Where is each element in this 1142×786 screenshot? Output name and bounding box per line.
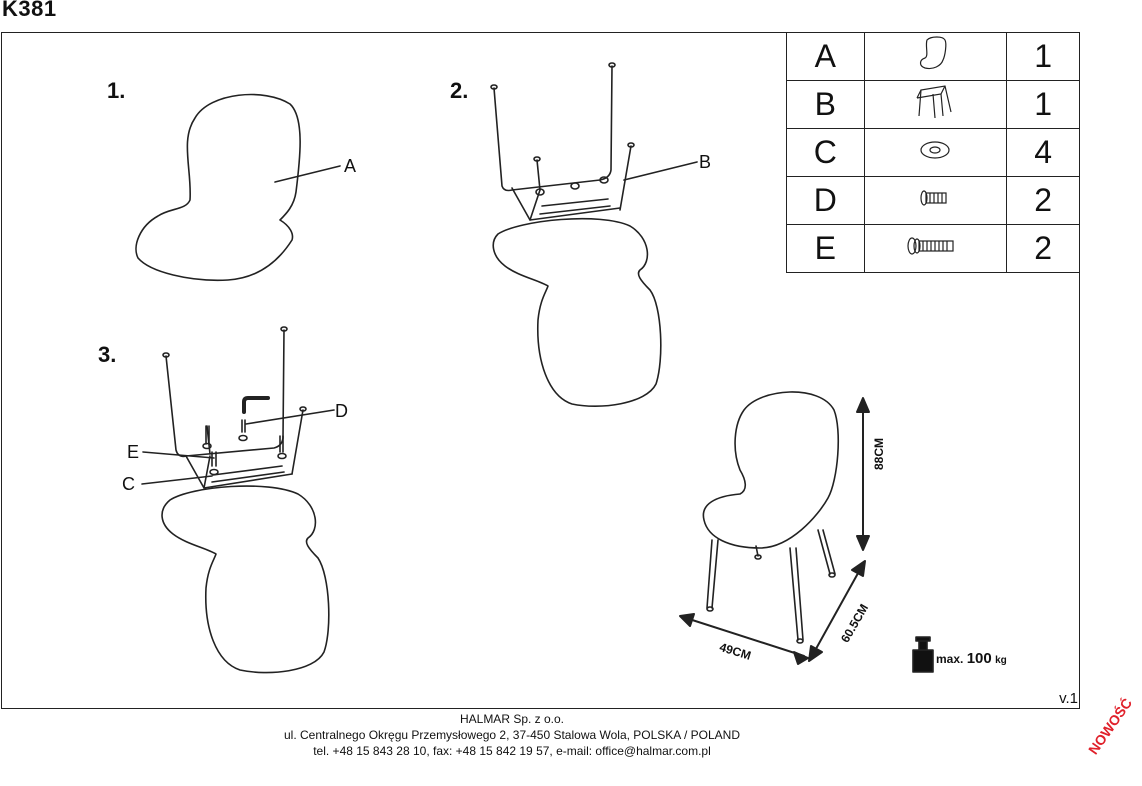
part-letter: D xyxy=(786,176,865,225)
part-qty: 4 xyxy=(1006,128,1080,177)
chair-seat-icon xyxy=(920,36,947,70)
company-contact: tel. +48 15 843 28 10, fax: +48 15 842 1… xyxy=(313,744,711,758)
chair-frame-icon xyxy=(916,85,953,119)
version-label: v.1 xyxy=(1059,690,1078,707)
company-address: ul. Centralnego Okręgu Przemysłowego 2, … xyxy=(283,728,740,742)
parts-table: A 1 B 1 C 4 D xyxy=(786,32,1080,273)
long-bolt-icon xyxy=(907,237,955,255)
part-qty: 2 xyxy=(1006,224,1080,273)
parts-row: B 1 xyxy=(786,80,1080,129)
step2-seat-drawing xyxy=(493,219,661,407)
max-load-value: 100 xyxy=(966,650,992,667)
step-2-number: 2. xyxy=(450,78,469,103)
assembled-chair-drawing xyxy=(703,392,838,643)
step-2-label-b: B xyxy=(699,152,712,172)
dimension-arrows xyxy=(680,398,869,664)
short-bolt-icon xyxy=(920,190,948,206)
parts-row: C 4 xyxy=(786,128,1080,177)
step-1-label-a: A xyxy=(344,156,357,176)
max-load-unit: kg xyxy=(995,655,1007,666)
parts-row: D 2 xyxy=(786,176,1080,225)
step3-seat-drawing xyxy=(162,486,329,673)
height-dimension: 88CM xyxy=(872,437,886,470)
step-3-number: 3. xyxy=(98,342,117,367)
step-3-label-c: C xyxy=(122,474,135,494)
step-3-label-e: E xyxy=(127,442,140,462)
weight-icon xyxy=(913,637,933,672)
max-load: max. 100 kg xyxy=(936,650,1007,667)
instruction-frame xyxy=(1,32,1080,709)
max-load-prefix: max. xyxy=(936,652,964,666)
part-letter: A xyxy=(786,32,865,81)
parts-row: A 1 xyxy=(786,32,1080,81)
step3-frame-drawing xyxy=(142,327,334,488)
washer-icon xyxy=(920,141,951,159)
part-qty: 2 xyxy=(1006,176,1080,225)
company-footer: HALMAR Sp. z o.o. ul. Centralnego Okręgu… xyxy=(0,711,1024,759)
parts-row: E 2 xyxy=(786,224,1080,273)
part-letter: C xyxy=(786,128,865,177)
part-letter: E xyxy=(786,224,865,273)
company-name: HALMAR Sp. z o.o. xyxy=(459,712,565,726)
step1-seat-drawing xyxy=(136,95,340,281)
step-1-number: 1. xyxy=(107,78,126,103)
part-letter: B xyxy=(786,80,865,129)
step2-frame-drawing xyxy=(491,63,697,220)
part-qty: 1 xyxy=(1006,32,1080,81)
step-3-label-d: D xyxy=(335,401,348,421)
part-qty: 1 xyxy=(1006,80,1080,129)
document-title: K381 xyxy=(2,0,57,21)
